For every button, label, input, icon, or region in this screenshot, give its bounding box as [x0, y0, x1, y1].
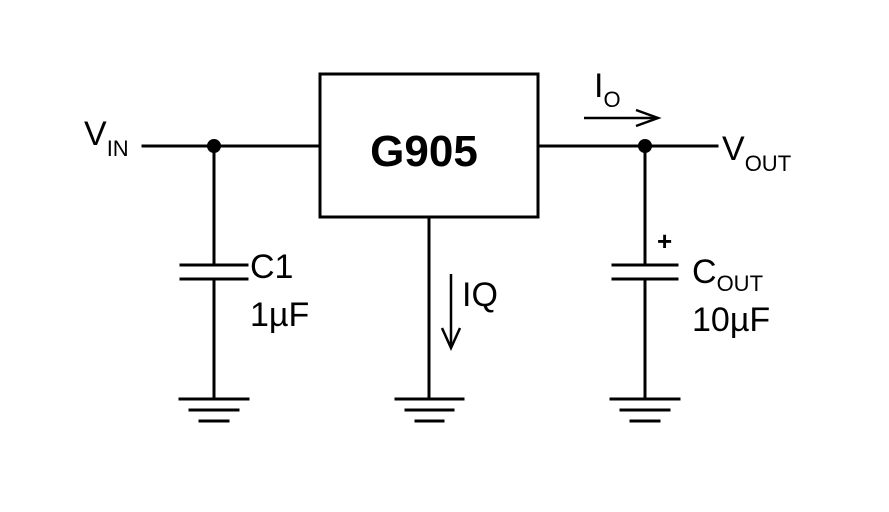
io-label: IO [594, 67, 621, 112]
vin-label: VIN [84, 115, 129, 161]
regulator-label: G905 [370, 127, 478, 176]
regulator-block [318, 72, 540, 219]
c1-value-label: 1µF [250, 296, 309, 334]
cout-ground-symbol [609, 397, 681, 423]
cout-name-label: COUT [692, 253, 763, 296]
c1-name-label: C1 [250, 248, 293, 286]
c1-ground-symbol [178, 397, 250, 423]
cout-value-label: 10µF [692, 301, 770, 339]
regulator-ground-symbol [394, 397, 465, 423]
iq-label: IQ [462, 276, 498, 314]
iq-arrow [440, 274, 462, 352]
cout-polarity-label: + [657, 226, 672, 256]
vout-label: VOUT [722, 130, 791, 176]
io-arrow [584, 108, 662, 128]
